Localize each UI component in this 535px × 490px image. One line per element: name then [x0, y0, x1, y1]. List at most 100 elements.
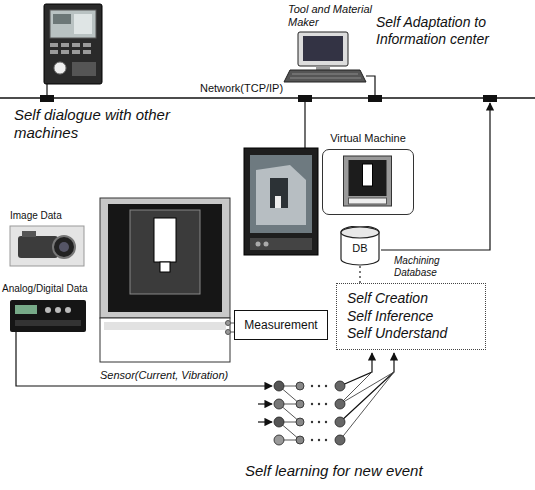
analog-data-label: Analog/Digital Data — [2, 283, 88, 295]
data-acquisition-unit — [10, 300, 86, 332]
icon-frame — [344, 156, 392, 206]
maker-caption: Tool and Material Maker — [288, 3, 380, 29]
icon-base — [349, 198, 387, 204]
database-caption: Machining Database — [394, 255, 464, 279]
controller-key — [72, 43, 80, 47]
screen-tool — [275, 196, 281, 208]
keyboard-keys — [290, 78, 361, 79]
controller-key — [83, 50, 91, 54]
neuron — [335, 399, 345, 409]
screen-button — [264, 242, 269, 247]
network-port — [483, 95, 497, 102]
neuron — [335, 381, 345, 391]
machine-tool — [100, 198, 234, 362]
controller-body — [44, 4, 102, 84]
neuron — [274, 381, 284, 391]
network-port — [298, 95, 312, 102]
output-arrow — [340, 353, 394, 422]
dot — [318, 421, 320, 423]
keyboard — [284, 70, 366, 82]
dialogue-caption: Self dialogue with other machines — [14, 106, 214, 142]
camera-photo — [10, 226, 84, 266]
machine-spindle — [154, 218, 176, 262]
measurement-port — [226, 321, 231, 326]
network-drop — [46, 84, 47, 95]
machine-controller — [44, 4, 102, 95]
monitor-stand — [316, 66, 330, 70]
screen-panel — [53, 14, 71, 24]
controller-key — [61, 43, 69, 47]
controller-key — [72, 50, 80, 54]
icon-tool — [363, 164, 373, 186]
camera-glass — [59, 242, 69, 252]
measurement-port — [226, 330, 231, 335]
database-cylinder: DB — [340, 226, 380, 266]
image-data-label: Image Data — [10, 210, 62, 222]
neural-network — [279, 353, 394, 440]
icon-enclosure — [349, 160, 387, 196]
unit-body — [10, 300, 86, 332]
adaptation-caption: Self Adaptation to Information center — [376, 14, 518, 48]
box-label: Measurement — [244, 318, 317, 333]
controller-key — [50, 43, 58, 47]
sensor-label: Sensor(Current, Vibration) — [100, 369, 228, 382]
monitor — [298, 32, 348, 66]
input-arrow — [258, 403, 272, 404]
unit-display — [15, 305, 37, 314]
synapse — [340, 372, 394, 404]
unit-knob — [45, 307, 51, 313]
machine-enclosure — [108, 204, 222, 312]
controller-panel — [72, 62, 96, 76]
computer-icon — [284, 32, 375, 95]
dot — [325, 385, 327, 387]
function-label: Self Creation — [347, 290, 428, 308]
virtual-machine-icon — [323, 150, 412, 213]
unit-knob — [55, 307, 61, 313]
node-label: DB — [340, 226, 380, 255]
network-port — [40, 95, 54, 102]
screen-button — [256, 242, 261, 247]
unit-knob — [65, 307, 71, 313]
dot — [311, 421, 313, 423]
network-drop — [304, 102, 305, 148]
machine-screen — [244, 102, 318, 255]
screen-machine — [256, 165, 306, 225]
neuron — [296, 400, 304, 408]
dot — [311, 439, 313, 441]
cylinder-body — [341, 226, 379, 265]
dot — [311, 385, 313, 387]
dot — [325, 439, 327, 441]
neuron — [296, 436, 304, 444]
input-arrow — [258, 421, 272, 422]
neuron — [274, 399, 284, 409]
neuron — [274, 435, 284, 445]
dot — [311, 403, 313, 405]
machine-base-shade — [104, 322, 226, 330]
controller-dial — [54, 62, 66, 74]
learning-caption: Self learning for new event — [245, 462, 423, 480]
machine-base — [100, 318, 230, 362]
controller-key — [83, 43, 91, 47]
dotted-connector — [359, 266, 360, 283]
photo-ground — [10, 226, 84, 266]
output-arrow — [340, 353, 372, 386]
node-heading: Virtual Machine — [322, 131, 414, 145]
neurons — [274, 381, 345, 445]
screen-spindle — [270, 178, 288, 208]
unit-strip — [15, 320, 81, 326]
keyboard-keys — [292, 74, 358, 75]
controller-key — [50, 50, 58, 54]
dot — [325, 421, 327, 423]
screen-base — [250, 238, 312, 250]
machine-tool-tip — [160, 262, 170, 272]
function-label: Self Understand — [347, 325, 447, 343]
virtual-machine-frame — [322, 149, 414, 215]
network-port — [368, 95, 382, 102]
controller-key — [61, 50, 69, 54]
dot — [318, 439, 320, 441]
neuron — [274, 417, 284, 427]
neuron — [335, 435, 345, 445]
